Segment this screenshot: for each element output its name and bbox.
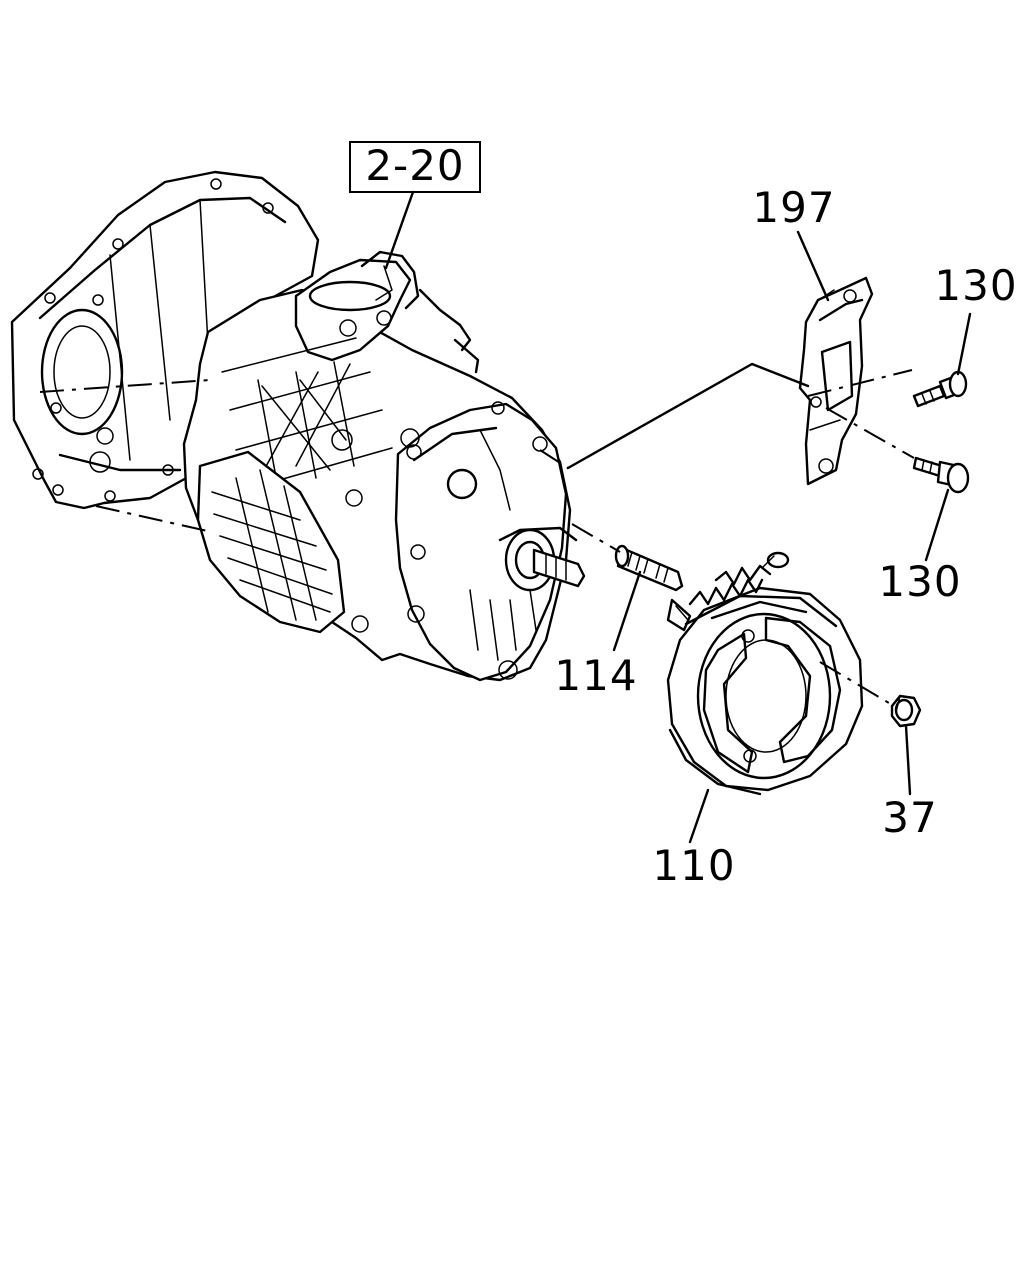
- callout-130-upper: 130: [934, 261, 1017, 310]
- brake-to-nut-line: [819, 661, 895, 707]
- bracket-part-197[interactable]: [798, 276, 874, 486]
- reference-box[interactable]: 2-20: [349, 141, 481, 193]
- callout-110-leader: [688, 788, 710, 844]
- callout-37-leader: [904, 724, 912, 796]
- bolt-130-lower[interactable]: [912, 456, 970, 494]
- callout-130-lower: 130: [878, 557, 961, 606]
- callout-130-lower-leader: [924, 488, 950, 562]
- reference-leader: [384, 190, 415, 270]
- transmission-assembly[interactable]: [10, 170, 586, 682]
- callout-130-upper-leader: [956, 312, 972, 376]
- transmission-to-bracket-line: [539, 449, 569, 469]
- callout-114-leader: [612, 570, 642, 652]
- transmission-center-line: [39, 379, 211, 393]
- brake-assembly-110[interactable]: [666, 551, 864, 796]
- stud-part-114[interactable]: [614, 544, 684, 592]
- bracket-to-bolt-line-upper: [807, 369, 913, 397]
- callout-114: 114: [554, 651, 637, 700]
- bracket-to-bolt-line-lower: [825, 407, 915, 459]
- bracket-mount-line: [566, 362, 810, 470]
- stud-center-line: [571, 523, 621, 553]
- nut-part-37[interactable]: [890, 694, 922, 728]
- transmission-axis-line: [95, 505, 213, 533]
- callout-110: 110: [652, 841, 735, 890]
- callout-197-leader: [796, 230, 830, 302]
- bolt-130-upper[interactable]: [912, 370, 968, 408]
- reference-box-label: 2-20: [365, 141, 464, 190]
- callout-197: 197: [752, 183, 835, 232]
- callout-37: 37: [882, 793, 937, 842]
